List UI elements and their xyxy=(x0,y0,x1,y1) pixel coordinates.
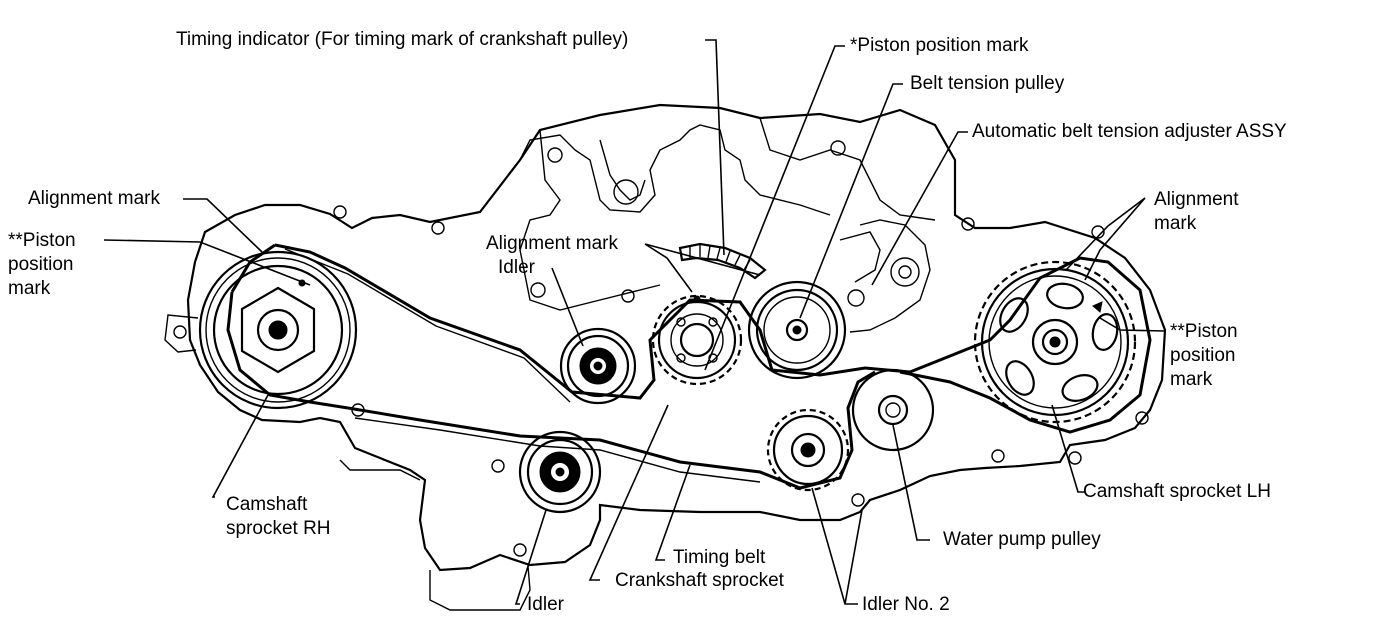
label-piston-position-mark-right: **Piston position mark xyxy=(1170,321,1238,390)
label-piston-position-mark-top: *Piston position mark xyxy=(850,35,1029,56)
crankshaft-sprocket xyxy=(651,294,743,386)
label-alignment-mark-left: Alignment mark xyxy=(28,188,160,209)
label-idler-upper: Idler xyxy=(498,257,535,278)
idler-no2 xyxy=(766,408,850,492)
water-pump-pulley xyxy=(851,368,935,452)
camshaft-sprocket-rh xyxy=(198,250,358,410)
label-camshaft-sprocket-lh: Camshaft sprocket LH xyxy=(1083,481,1271,502)
label-alignment-mark-right: Alignment mark xyxy=(1154,189,1239,234)
label-belt-tension-pulley: Belt tension pulley xyxy=(910,73,1065,94)
idler-lower xyxy=(518,430,602,514)
label-automatic-belt-tension-adjuster: Automatic belt tension adjuster ASSY xyxy=(972,121,1287,142)
label-timing-belt: Timing belt xyxy=(673,547,766,568)
timing-indicator xyxy=(678,242,767,280)
leader-lines xyxy=(103,39,1166,605)
belt-tension-pulley xyxy=(747,280,847,380)
label-idler-no2: Idler No. 2 xyxy=(862,594,950,615)
engine-block-outline xyxy=(164,103,1167,611)
label-camshaft-sprocket-rh: Camshaft sprocket RH xyxy=(226,494,331,539)
label-crankshaft-sprocket: Crankshaft sprocket xyxy=(615,570,784,591)
label-alignment-mark-center: Alignment mark xyxy=(486,233,618,254)
idler-upper xyxy=(559,327,637,405)
label-water-pump-pulley: Water pump pulley xyxy=(943,529,1101,550)
label-idler-lower: Idler xyxy=(527,594,564,615)
label-timing-indicator: Timing indicator (For timing mark of cra… xyxy=(176,29,629,50)
camshaft-sprocket-lh xyxy=(973,260,1137,424)
label-piston-position-mark-left: **Piston position mark xyxy=(8,230,76,299)
